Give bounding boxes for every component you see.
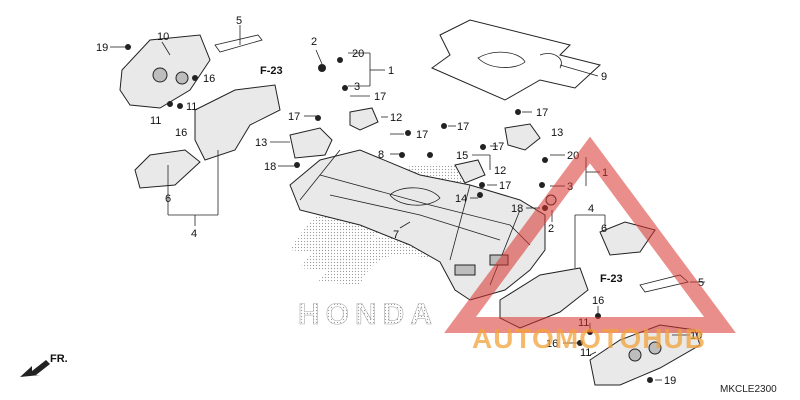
callout-17: 17 [499, 180, 511, 192]
reference-f23: F-23 [600, 273, 623, 285]
rubber-13b [504, 123, 541, 151]
leader-lines [110, 25, 705, 381]
callout-19: 19 [96, 42, 108, 54]
callout-4: 4 [191, 228, 197, 240]
callout-labels: 19 10 5 2 20 1 9 16 11 11 16 3 17 12 17 … [96, 15, 777, 395]
left-bracket-6 [134, 149, 201, 189]
rubber-12 [349, 107, 379, 131]
callout-17: 17 [492, 141, 504, 153]
callout-14: 14 [455, 193, 467, 205]
callout-2: 2 [311, 36, 317, 48]
callout-2: 2 [548, 223, 554, 235]
callout-15: 15 [456, 150, 468, 162]
cover-mat-cutout [477, 51, 526, 68]
callout-1: 1 [388, 65, 394, 77]
callout-12: 12 [390, 112, 402, 124]
callout-8: 8 [378, 149, 384, 161]
left-bracket-5 [214, 34, 263, 53]
callout-19: 19 [664, 375, 676, 387]
callout-11: 11 [580, 347, 591, 359]
callout-3: 3 [354, 81, 360, 93]
callout-18: 18 [511, 203, 523, 215]
callout-16: 16 [592, 295, 604, 307]
callout-17: 17 [374, 91, 386, 103]
honda-wordmark: HONDA [298, 298, 438, 331]
watermark-triangle [444, 136, 736, 333]
callout-11: 11 [150, 115, 161, 127]
callout-17: 17 [288, 111, 300, 123]
callout-16: 16 [203, 73, 215, 85]
callout-10: 10 [157, 31, 169, 43]
callout-17: 17 [536, 107, 548, 119]
callout-6: 6 [165, 193, 171, 205]
callout-13: 13 [255, 137, 267, 149]
callout-16: 16 [546, 338, 558, 350]
callout-4: 4 [588, 203, 594, 215]
center-gasket-13 [289, 127, 333, 159]
callout-6: 6 [601, 223, 607, 235]
callout-12: 12 [494, 165, 506, 177]
callout-13: 13 [551, 127, 563, 139]
watermark-text: AUTOMOTOHUB [472, 323, 706, 354]
callout-7: 7 [393, 229, 399, 241]
callout-17: 17 [457, 121, 469, 133]
callout-18: 18 [264, 161, 276, 173]
callout-5: 5 [236, 15, 242, 27]
rubber-12b [454, 159, 486, 184]
right-tail-housing [589, 324, 701, 386]
diagram-code: MKCLE2300 [720, 384, 777, 395]
callout-17: 17 [416, 129, 428, 141]
callout-9: 9 [601, 71, 607, 83]
callout-5: 5 [698, 277, 704, 289]
cover-mat [430, 19, 602, 101]
front-label: FR. [50, 353, 68, 365]
callout-16: 16 [175, 127, 187, 139]
left-rear-cover [194, 84, 281, 161]
reference-f23: F-23 [260, 65, 283, 77]
front-arrow-icon: FR. [20, 353, 68, 377]
callout-20: 20 [352, 48, 364, 60]
callout-11: 11 [186, 101, 197, 113]
